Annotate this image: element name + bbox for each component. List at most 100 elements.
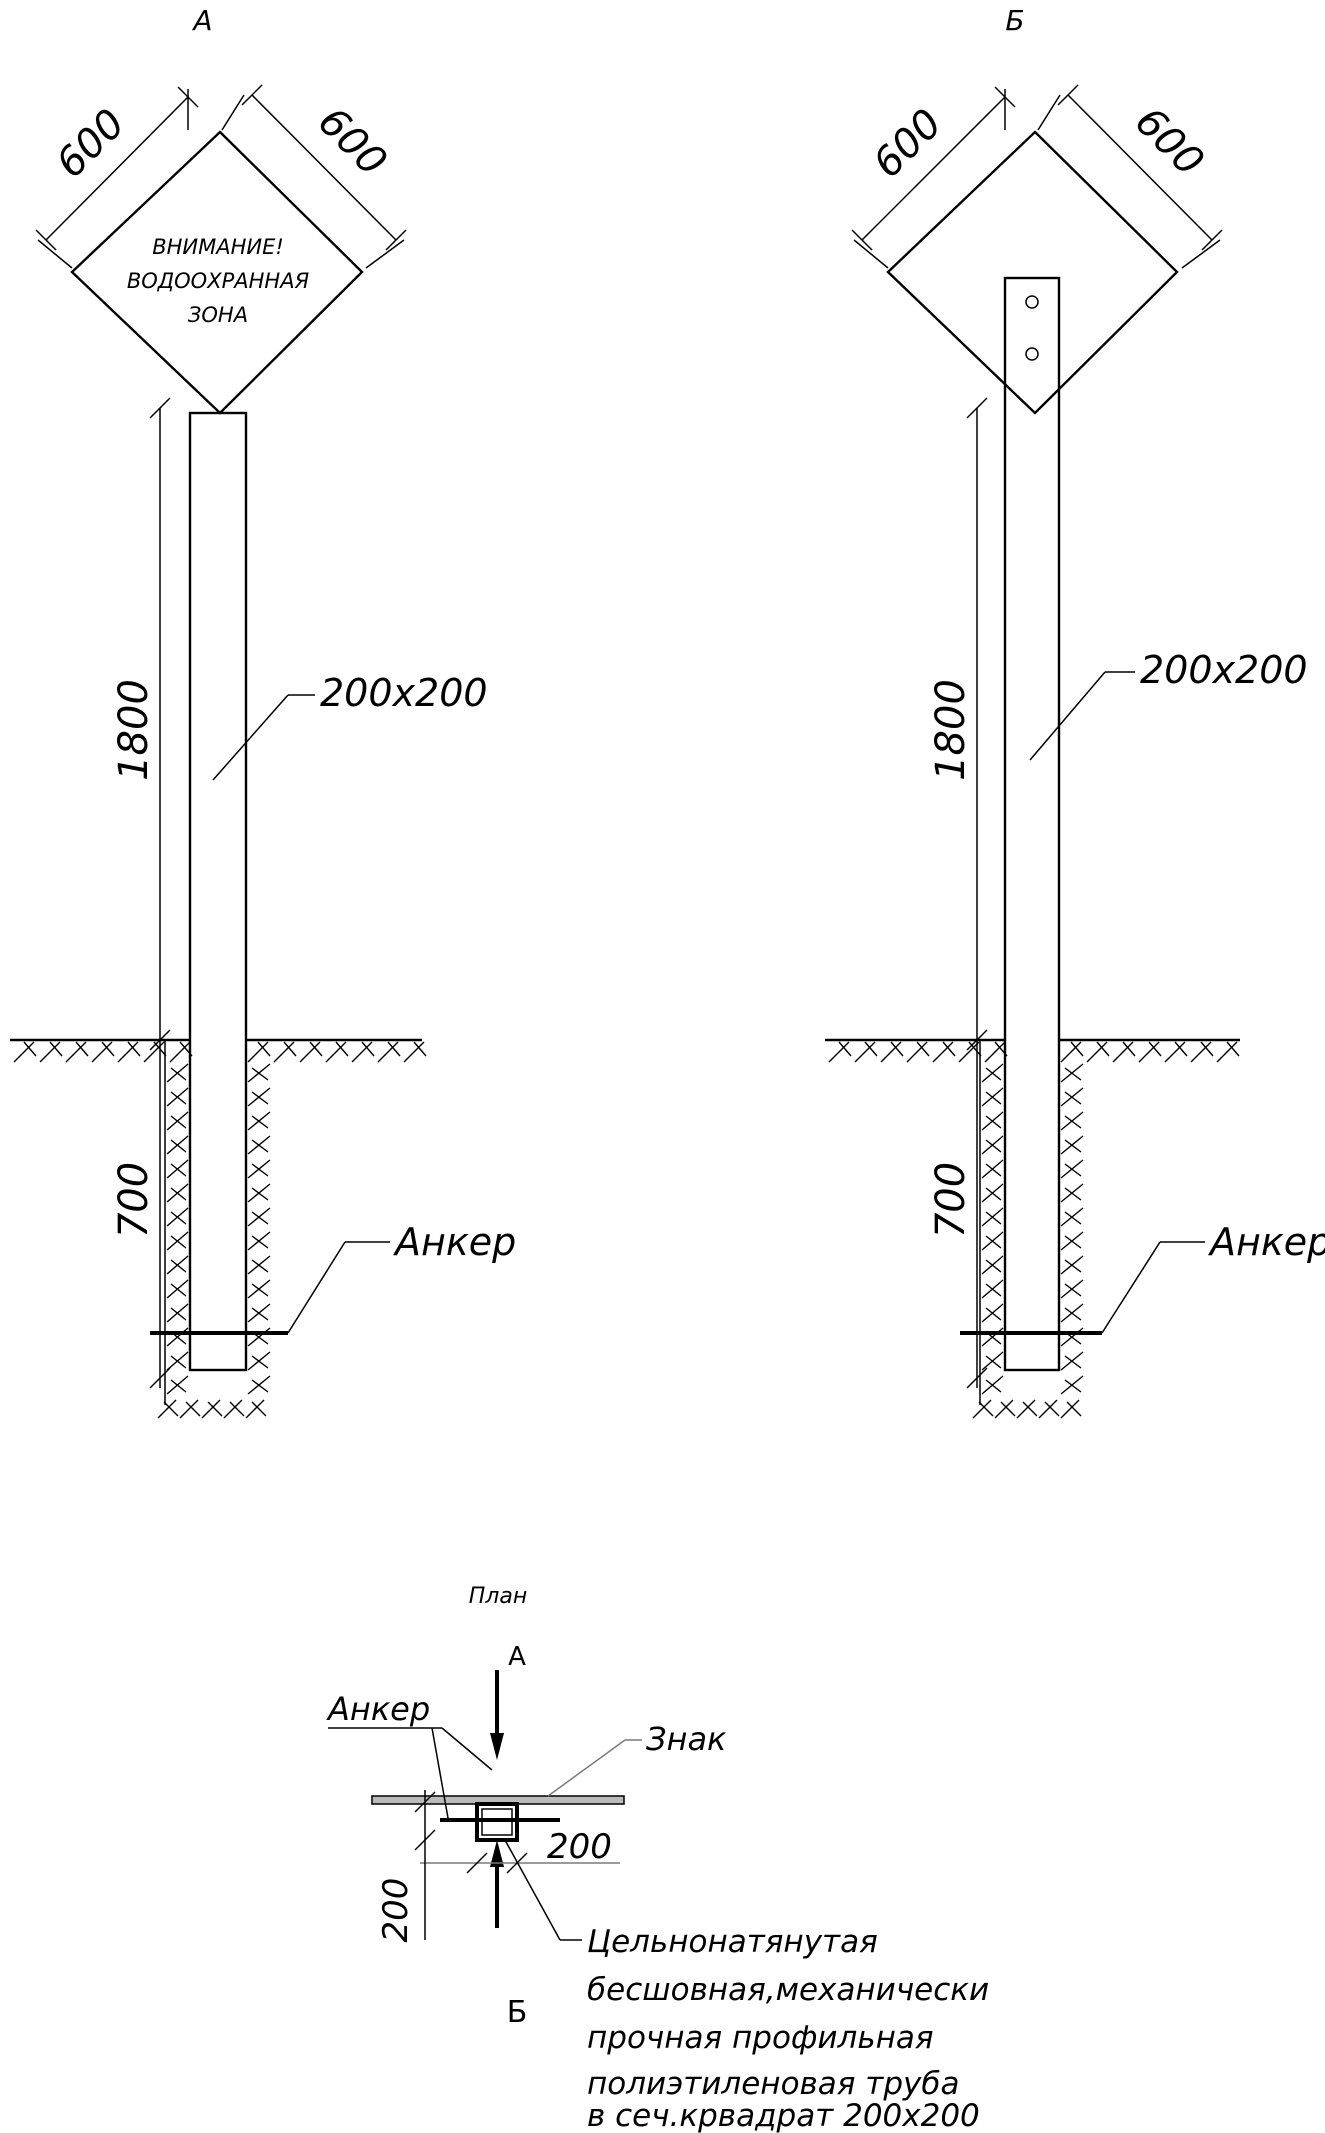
- post-a-dimension-line: [149, 397, 171, 1389]
- soil-hatch-stroke: [1190, 1041, 1212, 1063]
- soil-hatch-stroke: [985, 1379, 1002, 1393]
- plan-title: План: [469, 1584, 527, 1609]
- sign-a-dim-left-text: 600: [48, 101, 135, 188]
- soil-hatch-stroke: [985, 1115, 1002, 1129]
- soil-hatch-stroke: [251, 1211, 269, 1225]
- soil-hatch-stroke: [942, 1041, 956, 1057]
- soil-hatch-stroke: [1038, 1399, 1058, 1419]
- soil-hatch-stroke: [984, 1041, 1006, 1063]
- soil-hatch-stroke: [403, 1041, 425, 1063]
- sign-b-diamond: [886, 130, 1179, 415]
- soil-hatch-stroke: [1122, 1041, 1136, 1057]
- soil-hatch-stroke: [223, 1399, 243, 1419]
- soil-hatch-stroke: [1044, 1401, 1060, 1417]
- sign-b-dimension-right: 600: [1037, 84, 1223, 269]
- post-b-section-text: 200x200: [1140, 648, 1308, 692]
- plan-dim-horizontal-text: 200: [547, 1827, 612, 1867]
- soil-hatch-stroke: [251, 1115, 269, 1129]
- post-b-section-callout: [1029, 671, 1135, 761]
- post-b-dim-1800: 1800: [928, 679, 974, 781]
- plan-pipe-description-line-2: бесшовная,механически: [587, 1972, 989, 2008]
- plan-section-top-label: А: [508, 1642, 526, 1672]
- plan-pipe-description-line-1: Цельнонатянутая: [587, 1924, 878, 1960]
- post-a-section-callout: [212, 694, 315, 781]
- anchor-a: [150, 1241, 390, 1335]
- soil-hatch-stroke: [170, 1067, 187, 1081]
- soil-hatch-stroke: [251, 1067, 269, 1081]
- soil-hatch-stroke: [101, 1041, 115, 1057]
- plan-pipe-leader: [504, 1839, 582, 1941]
- soil-hatch-stroke: [1226, 1041, 1240, 1057]
- soil-hatch-stroke: [91, 1041, 113, 1063]
- plan-pipe-description-line-5: в сеч.крвадрат 200x200: [587, 2098, 980, 2133]
- soil-hatch-stroke: [207, 1401, 223, 1417]
- soil-hatch-stroke: [880, 1041, 902, 1063]
- post-b-dim-700: 700: [928, 1162, 974, 1238]
- soil-hatch-stroke: [985, 1187, 1002, 1201]
- plan-section-line: [490, 1670, 504, 1928]
- soil-hatch-stroke: [143, 1041, 165, 1063]
- soil-hatch-stroke: [251, 1139, 269, 1153]
- soil-hatch-stroke: [1064, 1355, 1082, 1369]
- soil-hatch-stroke: [251, 1163, 269, 1177]
- soil-hatch-stroke: [985, 1163, 1002, 1177]
- plan-view: План А Б Анкер Знак: [326, 1584, 989, 2133]
- soil-hatch-stroke: [1064, 1115, 1082, 1129]
- soil-hatch-stroke: [251, 1187, 269, 1201]
- anchor-b: [960, 1241, 1205, 1335]
- ground-b: [825, 1038, 1240, 1419]
- soil-hatch-stroke: [978, 1401, 994, 1417]
- soil-hatch-stroke: [994, 1399, 1014, 1419]
- soil-hatch-stroke: [257, 1041, 271, 1057]
- sign-b-dimension-left: 600: [851, 86, 1016, 269]
- post-b-dimension-line: [966, 397, 988, 1389]
- soil-hatch-stroke: [1096, 1041, 1110, 1057]
- soil-hatch-stroke: [163, 1401, 179, 1417]
- soil-hatch-stroke: [65, 1041, 87, 1063]
- ground-a: [10, 1038, 427, 1419]
- soil-hatch-stroke: [1060, 1041, 1082, 1063]
- soil-hatch-stroke: [179, 1399, 199, 1419]
- soil-hatch-stroke: [1064, 1187, 1082, 1201]
- soil-hatch-stroke: [251, 1091, 269, 1105]
- soil-hatch-stroke: [828, 1041, 850, 1063]
- soil-hatch-stroke: [170, 1139, 187, 1153]
- plan-dim-vertical: [414, 1790, 436, 1940]
- sign-a-dim-right-text: 600: [309, 99, 396, 186]
- soil-hatch-stroke: [170, 1091, 187, 1105]
- soil-hatch-stroke: [1064, 1235, 1082, 1249]
- soil-hatch-stroke: [985, 1307, 1002, 1321]
- soil-hatch-stroke: [838, 1041, 852, 1057]
- soil-hatch-stroke: [170, 1187, 187, 1201]
- view-b-label: Б: [1005, 4, 1024, 37]
- soil-hatch-stroke: [273, 1041, 295, 1063]
- soil-hatch-stroke: [39, 1041, 61, 1063]
- soil-hatch-stroke: [377, 1041, 399, 1063]
- soil-hatch-stroke: [864, 1041, 878, 1057]
- sign-a-text-line-2: ВОДООХРАННАЯ: [127, 269, 310, 293]
- soil-hatch-stroke: [1148, 1041, 1162, 1057]
- soil-hatch-stroke: [854, 1041, 876, 1063]
- soil-hatch-stroke: [1064, 1091, 1082, 1105]
- soil-hatch-stroke: [985, 1067, 1002, 1081]
- plan-section-bottom-label: Б: [507, 1995, 528, 2030]
- soil-hatch-stroke: [170, 1355, 187, 1369]
- soil-hatch-stroke: [170, 1211, 187, 1225]
- soil-hatch-stroke: [1138, 1041, 1160, 1063]
- soil-hatch-stroke: [968, 1041, 982, 1057]
- soil-hatch-stroke: [335, 1041, 349, 1057]
- soil-hatch-stroke: [251, 1235, 269, 1249]
- view-b: Б 600 600: [825, 4, 1325, 1419]
- anchor-a-label: Анкер: [392, 1220, 516, 1264]
- soil-hatch-stroke: [1200, 1041, 1214, 1057]
- post-a-dim-700: 700: [111, 1162, 157, 1238]
- soil-hatch-stroke: [916, 1041, 930, 1057]
- soil-hatch-stroke: [75, 1041, 89, 1057]
- soil-hatch-stroke: [170, 1307, 187, 1321]
- plan-pipe-description-line-3: прочная профильная: [587, 2020, 934, 2056]
- soil-hatch-stroke: [985, 1211, 1002, 1225]
- soil-hatch-stroke: [1216, 1041, 1238, 1063]
- soil-hatch-stroke: [994, 1041, 1008, 1057]
- soil-hatch-stroke: [201, 1399, 221, 1419]
